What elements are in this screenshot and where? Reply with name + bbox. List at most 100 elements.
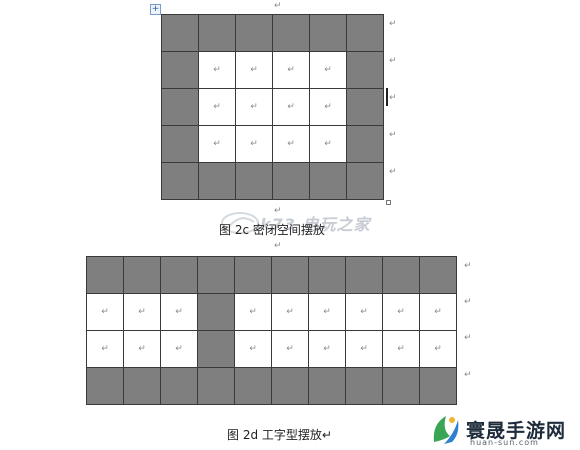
- empty-cell[interactable]: ↵: [198, 125, 236, 163]
- shaded-cell[interactable]: [272, 14, 310, 52]
- shaded-cell[interactable]: [86, 256, 124, 294]
- empty-cell[interactable]: ↵: [86, 293, 124, 331]
- empty-cell[interactable]: ↵: [308, 330, 346, 368]
- shaded-cell[interactable]: [382, 367, 420, 405]
- shaded-cell[interactable]: [346, 162, 384, 200]
- brand-logo-icon: [433, 416, 459, 444]
- paragraph-mark: ↵: [360, 307, 368, 317]
- closed-space-table[interactable]: ↵↵↵↵↵↵↵↵↵↵↵↵: [161, 14, 384, 200]
- shaded-cell[interactable]: [419, 367, 457, 405]
- paragraph-mark: ↵: [287, 139, 295, 149]
- shaded-cell[interactable]: [271, 256, 309, 294]
- empty-cell[interactable]: ↵: [382, 293, 420, 331]
- shaded-cell[interactable]: [346, 51, 384, 89]
- shaded-cell[interactable]: [382, 256, 420, 294]
- paragraph-mark: ↵: [324, 139, 332, 149]
- empty-cell[interactable]: ↵: [123, 293, 161, 331]
- paragraph-mark: ↵: [389, 19, 397, 29]
- empty-cell[interactable]: ↵: [123, 330, 161, 368]
- empty-cell[interactable]: ↵: [234, 330, 272, 368]
- paragraph-mark: ↵: [323, 344, 331, 354]
- shaded-cell[interactable]: [123, 367, 161, 405]
- shaded-cell[interactable]: [160, 256, 198, 294]
- empty-cell[interactable]: ↵: [160, 293, 198, 331]
- brand-name: 寰晟手游网: [466, 420, 567, 442]
- paragraph-mark: ↵: [287, 102, 295, 112]
- i-shape-table[interactable]: ↵↵↵↵↵↵↵↵↵↵↵↵↵↵↵↵↵↵: [86, 256, 457, 405]
- empty-cell[interactable]: ↵: [272, 51, 310, 89]
- empty-cell[interactable]: ↵: [235, 51, 273, 89]
- empty-cell[interactable]: ↵: [419, 330, 457, 368]
- shaded-cell[interactable]: [346, 88, 384, 126]
- empty-cell[interactable]: ↵: [309, 51, 347, 89]
- paragraph-mark: ↵: [175, 344, 183, 354]
- table-row: ↵↵↵↵↵↵↵↵↵: [86, 330, 457, 368]
- shaded-cell[interactable]: [271, 367, 309, 405]
- shaded-cell[interactable]: [160, 367, 198, 405]
- shaded-cell[interactable]: [272, 162, 310, 200]
- shaded-cell[interactable]: [234, 367, 272, 405]
- shaded-cell[interactable]: [308, 367, 346, 405]
- shaded-cell[interactable]: [235, 162, 273, 200]
- paragraph-mark: ↵: [464, 370, 472, 380]
- shaded-cell[interactable]: [345, 256, 383, 294]
- table-resize-handle[interactable]: [386, 200, 391, 205]
- table-row: ↵↵↵↵↵↵↵↵↵: [86, 293, 457, 331]
- shaded-cell[interactable]: [197, 293, 235, 331]
- shaded-cell[interactable]: [198, 162, 236, 200]
- paragraph-mark: ↵: [101, 307, 109, 317]
- shaded-cell[interactable]: [235, 14, 273, 52]
- shaded-cell[interactable]: [346, 125, 384, 163]
- empty-cell[interactable]: ↵: [308, 293, 346, 331]
- shaded-cell[interactable]: [234, 256, 272, 294]
- shaded-cell[interactable]: [161, 162, 199, 200]
- paragraph-mark: ↵: [389, 167, 397, 177]
- table-move-handle-icon[interactable]: +: [150, 4, 161, 15]
- shaded-cell[interactable]: [161, 51, 199, 89]
- empty-cell[interactable]: ↵: [345, 293, 383, 331]
- paragraph-mark: ↵: [213, 65, 221, 75]
- brand-url: huan-sun.com: [470, 438, 539, 447]
- shaded-cell[interactable]: [309, 14, 347, 52]
- shaded-cell[interactable]: [123, 256, 161, 294]
- shaded-cell[interactable]: [86, 367, 124, 405]
- empty-cell[interactable]: ↵: [309, 125, 347, 163]
- empty-cell[interactable]: ↵: [419, 293, 457, 331]
- paragraph-mark: ↵: [287, 65, 295, 75]
- empty-cell[interactable]: ↵: [86, 330, 124, 368]
- shaded-cell[interactable]: [308, 256, 346, 294]
- table-row: [86, 367, 457, 405]
- shaded-cell[interactable]: [161, 125, 199, 163]
- empty-cell[interactable]: ↵: [160, 330, 198, 368]
- shaded-cell[interactable]: [346, 14, 384, 52]
- empty-cell[interactable]: ↵: [271, 293, 309, 331]
- paragraph-mark: ↵: [213, 102, 221, 112]
- empty-cell[interactable]: ↵: [272, 88, 310, 126]
- table-row: ↵ ↵ ↵ ↵: [161, 125, 384, 163]
- paragraph-mark: ↵: [213, 139, 221, 149]
- empty-cell[interactable]: ↵: [235, 88, 273, 126]
- shaded-cell[interactable]: [197, 256, 235, 294]
- shaded-cell[interactable]: [161, 88, 199, 126]
- table-row: ↵ ↵ ↵ ↵: [161, 51, 384, 89]
- shaded-cell[interactable]: [161, 14, 199, 52]
- shaded-cell[interactable]: [197, 367, 235, 405]
- empty-cell[interactable]: ↵: [271, 330, 309, 368]
- shaded-cell[interactable]: [198, 14, 236, 52]
- empty-cell[interactable]: ↵: [234, 293, 272, 331]
- table-row: [161, 14, 384, 52]
- paragraph-mark: ↵: [250, 65, 258, 75]
- shaded-cell[interactable]: [345, 367, 383, 405]
- shaded-cell[interactable]: [419, 256, 457, 294]
- empty-cell[interactable]: ↵: [198, 88, 236, 126]
- shaded-cell[interactable]: [197, 330, 235, 368]
- empty-cell[interactable]: ↵: [198, 51, 236, 89]
- paragraph-mark: ↵: [249, 307, 257, 317]
- empty-cell[interactable]: ↵: [235, 125, 273, 163]
- empty-cell[interactable]: ↵: [309, 88, 347, 126]
- empty-cell[interactable]: ↵: [345, 330, 383, 368]
- shaded-cell[interactable]: [309, 162, 347, 200]
- paragraph-mark: ↵: [464, 333, 472, 343]
- empty-cell[interactable]: ↵: [272, 125, 310, 163]
- empty-cell[interactable]: ↵: [382, 330, 420, 368]
